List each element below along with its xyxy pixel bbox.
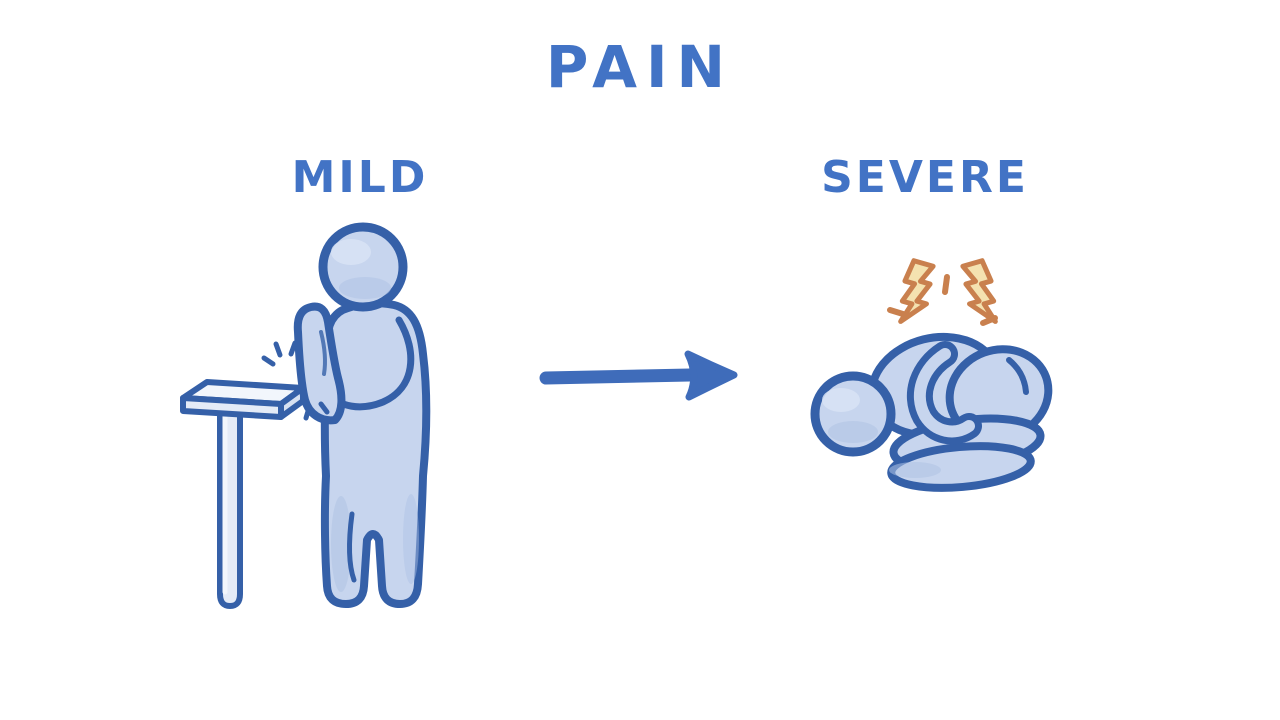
pain-bolts (887, 258, 998, 326)
raised-hand (293, 302, 346, 425)
impact-dash (288, 340, 298, 357)
inner-leg-line (347, 511, 357, 583)
severe-pain-illustration (810, 258, 1053, 492)
standing-person (293, 222, 431, 608)
finger-line (319, 330, 327, 376)
arrow-head (684, 350, 738, 401)
wrapping-arm (913, 348, 975, 438)
bolt-sparks (887, 274, 998, 326)
table-front-face (180, 395, 284, 420)
head-highlight (331, 239, 371, 265)
leg-shading (403, 494, 419, 584)
impact-marks (261, 340, 330, 421)
head-shading (828, 421, 878, 443)
spark-dash (887, 307, 906, 317)
head-highlight (822, 388, 860, 412)
spark-dash (980, 315, 998, 326)
table-top (180, 379, 306, 420)
label-mild: MILD (291, 152, 429, 203)
impact-dash (303, 405, 312, 421)
leg-shading (889, 462, 941, 478)
label-severe: SEVERE (821, 152, 1029, 203)
mild-pain-illustration (180, 222, 431, 609)
page-title: PAIN (545, 33, 735, 101)
leg-shading (331, 496, 351, 592)
impact-dash (273, 341, 283, 358)
lightning-bolt-icon (960, 258, 998, 324)
hip-crease-line (1006, 357, 1029, 395)
spark-dash (942, 274, 950, 295)
lightning-bolt-icon (898, 258, 936, 324)
impact-dash (318, 401, 330, 415)
arrow-right-icon (539, 350, 738, 401)
impact-dash (261, 355, 276, 367)
arrow-shaft (539, 368, 697, 385)
curled-person (810, 332, 1053, 492)
head-shading (339, 277, 391, 299)
